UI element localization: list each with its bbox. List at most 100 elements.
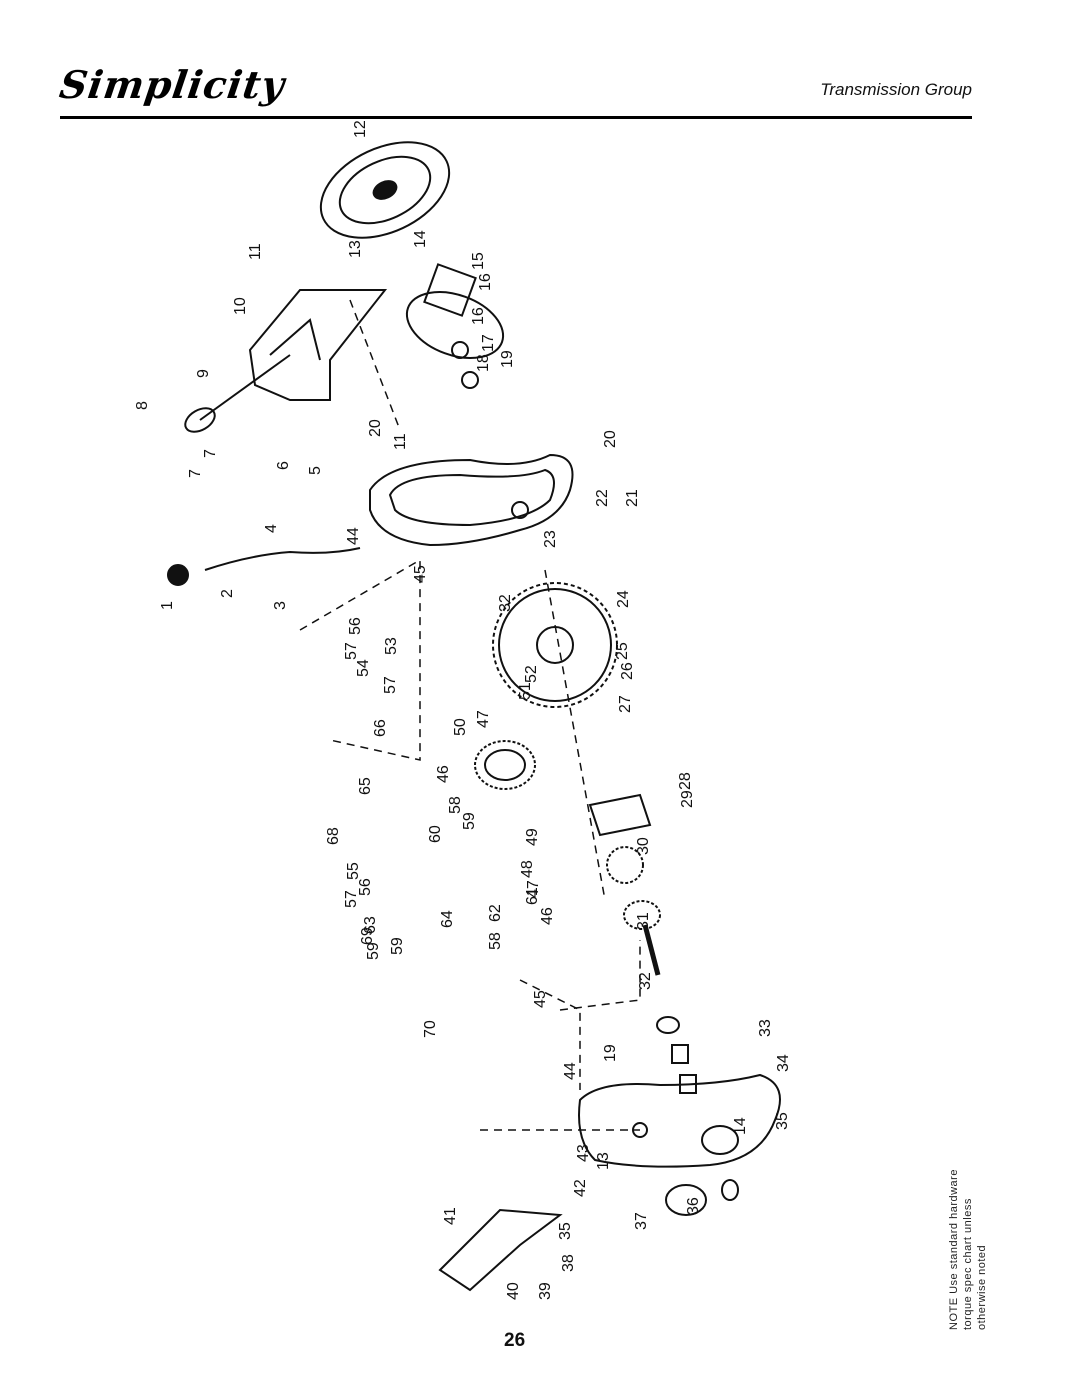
shift-bracket-part xyxy=(184,289,388,433)
callout-53: 53 xyxy=(383,637,400,655)
callout-5: 5 xyxy=(307,466,324,475)
callout-28: 28 xyxy=(677,772,694,790)
callout-15: 15 xyxy=(470,252,487,270)
cluster-gear-part xyxy=(474,740,536,790)
callout-32: 32 xyxy=(637,972,654,990)
callout-57: 57 xyxy=(343,642,360,660)
spacer-part xyxy=(656,1016,680,1034)
bearing-plate-part xyxy=(588,793,652,837)
callout-45: 45 xyxy=(532,990,549,1008)
callout-61: 61 xyxy=(524,887,541,905)
callout-59: 59 xyxy=(389,937,406,955)
mounting-bracket-part xyxy=(438,1208,563,1292)
assembly-guide-lines xyxy=(299,299,641,1131)
callout-47: 47 xyxy=(475,710,492,728)
callout-12: 12 xyxy=(352,120,369,138)
callout-13: 13 xyxy=(347,240,364,258)
callout-62: 62 xyxy=(487,904,504,922)
callout-24: 24 xyxy=(615,590,632,608)
callout-33: 33 xyxy=(757,1019,774,1037)
seal-part xyxy=(721,1179,739,1201)
callout-8: 8 xyxy=(134,401,151,410)
torque-note: NOTE Use standard hardware torque spec c… xyxy=(947,1169,989,1330)
callout-14: 14 xyxy=(732,1117,749,1135)
callout-58: 58 xyxy=(447,796,464,814)
callout-47: 47 xyxy=(525,880,542,898)
callout-35: 35 xyxy=(557,1222,574,1240)
callout-54: 54 xyxy=(355,659,372,677)
callout-42: 42 xyxy=(572,1179,589,1197)
callout-44: 44 xyxy=(562,1062,579,1080)
callout-36: 36 xyxy=(685,1197,702,1215)
lever-knob-part xyxy=(167,564,189,586)
callout-20: 20 xyxy=(367,419,384,437)
callout-7: 7 xyxy=(202,449,219,458)
callout-56: 56 xyxy=(347,617,364,635)
page-number: 26 xyxy=(504,1330,526,1351)
header-rule xyxy=(60,116,972,119)
lower-case-half-part xyxy=(578,1073,781,1168)
callout-44: 44 xyxy=(345,527,362,545)
callout-59: 59 xyxy=(365,942,382,960)
callout-22: 22 xyxy=(594,489,611,507)
note-line: NOTE Use standard hardware xyxy=(948,1169,960,1330)
callout-1: 1 xyxy=(159,601,176,610)
callout-49: 49 xyxy=(524,828,541,846)
callout-21: 21 xyxy=(624,489,641,507)
callout-14: 14 xyxy=(412,230,429,248)
callout-63: 63 xyxy=(362,916,379,934)
callout-19: 19 xyxy=(602,1044,619,1062)
callout-55: 55 xyxy=(345,862,362,880)
callout-43: 43 xyxy=(575,1144,592,1162)
callout-56: 56 xyxy=(357,878,374,896)
callout-4: 4 xyxy=(263,524,280,533)
callout-31: 31 xyxy=(635,912,652,930)
callout-64: 64 xyxy=(439,910,456,928)
section-title: Transmission Group xyxy=(820,80,972,99)
callout-11: 11 xyxy=(392,433,409,450)
hub-part xyxy=(665,1184,707,1216)
pinion-gear-part xyxy=(606,846,644,884)
callout-52: 52 xyxy=(523,665,540,683)
shift-lever-part xyxy=(204,547,361,571)
callout-59: 59 xyxy=(461,812,478,830)
callout-20: 20 xyxy=(602,430,619,448)
callout-37: 37 xyxy=(633,1212,650,1230)
callout-41: 41 xyxy=(442,1207,459,1225)
callout-39: 39 xyxy=(537,1282,554,1300)
callout-60: 60 xyxy=(427,825,444,843)
callout-18: 18 xyxy=(475,354,492,372)
callout-11: 11 xyxy=(247,243,264,260)
callout-30: 30 xyxy=(635,837,652,855)
callout-65: 65 xyxy=(357,777,374,795)
callout-66: 66 xyxy=(372,719,389,737)
callout-51: 51 xyxy=(517,682,534,700)
callout-25: 25 xyxy=(614,642,631,660)
note-line: otherwise noted xyxy=(976,1244,988,1330)
callout-10: 10 xyxy=(232,297,249,315)
callout-57: 57 xyxy=(343,890,360,908)
callout-7: 7 xyxy=(187,469,204,478)
callout-32: 32 xyxy=(497,594,514,612)
callout-38: 38 xyxy=(560,1254,577,1272)
callout-69: 69 xyxy=(359,927,376,945)
callout-29: 29 xyxy=(679,790,696,808)
callout-40: 40 xyxy=(505,1282,522,1300)
callout-34: 34 xyxy=(775,1054,792,1072)
axle-flange-part xyxy=(405,263,505,389)
upper-case-half-part xyxy=(369,453,574,547)
note-line: torque spec chart unless xyxy=(962,1198,974,1330)
callout-58: 58 xyxy=(487,932,504,950)
callout-26: 26 xyxy=(619,662,636,680)
callout-9: 9 xyxy=(195,369,212,378)
callout-16: 16 xyxy=(477,273,494,291)
input-shaft-part xyxy=(623,900,661,976)
callout-13: 13 xyxy=(595,1152,612,1170)
callout-50: 50 xyxy=(452,718,469,736)
callout-45: 45 xyxy=(412,565,429,583)
callout-2: 2 xyxy=(219,589,236,598)
callout-19: 19 xyxy=(499,350,516,368)
